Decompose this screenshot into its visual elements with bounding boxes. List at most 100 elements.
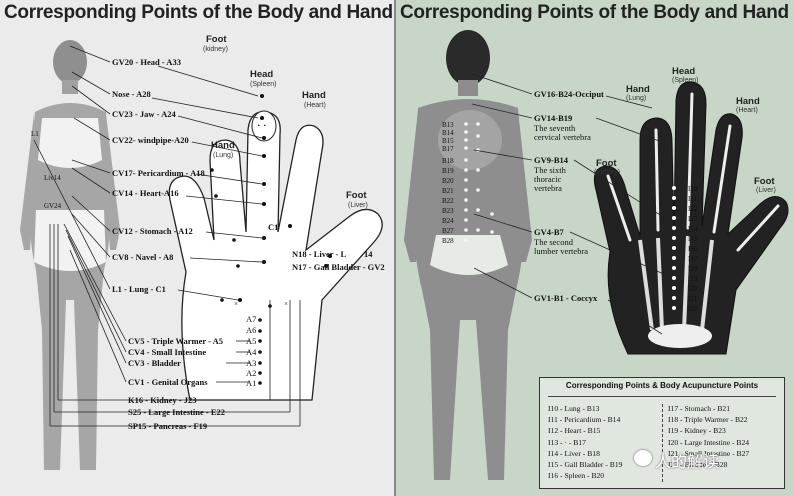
legend-entry: I12 - Heart - B15 xyxy=(548,426,601,436)
point-cv22-windpipe: CV22- windpipe-A20 xyxy=(112,135,189,145)
hand-mark-i19: I19 xyxy=(688,275,698,283)
hand-mark-i18: I18 xyxy=(688,265,698,273)
spine-mark-b28: B28 xyxy=(442,237,454,245)
hand-mark-i20: I20 xyxy=(688,285,698,293)
legend-entry: I20 - Large Intestine - B24 xyxy=(668,437,750,447)
spine-mark-b27: B27 xyxy=(442,227,454,235)
legend-table: Corresponding Points & Body Acupuncture … xyxy=(539,377,785,489)
spine-dots xyxy=(464,122,494,242)
point-cv8-navel: CV8 - Navel - A8 xyxy=(112,252,173,262)
legend-entry: I15 - Gall Bladder - B19 xyxy=(548,460,623,470)
point-cv12-stomach: CV12 - Stomach - A12 xyxy=(112,226,193,236)
point-a1: A1 xyxy=(246,378,256,388)
point-gv9-desc-2: thoracic xyxy=(534,174,562,184)
label-hand-lung-right: Hand xyxy=(626,84,650,95)
left-diagram-panel: Corresponding Points of the Body and Han… xyxy=(0,0,394,496)
legend-entry: I16 - Spleen - B20 xyxy=(548,471,605,481)
legend-entry: I18 - Triple Warmer - B22 xyxy=(668,415,748,425)
hand-mark-i17: I17 xyxy=(688,255,698,263)
legend-entry: I14 - Liver - B18 xyxy=(548,448,600,458)
point-gv9-b14: GV9-B14 xyxy=(534,155,569,165)
right-hand-point-dots xyxy=(672,186,676,310)
body-mark-liv14: Liv14 xyxy=(44,174,61,182)
point-cv5-triple-warmer: CV5 - Triple Warmer - A5 xyxy=(128,336,223,346)
label-hand-heart-sub: (Heart) xyxy=(304,102,326,109)
hand-mark-i10: I10 xyxy=(688,185,698,193)
right-title: Corresponding Points of the Body and Han… xyxy=(400,2,789,23)
hand-mark-labels: I10 I11 I12 I13 I14 I15 I16 I17 I18 I19 … xyxy=(688,185,698,313)
left-hand-outline: ◔ ◔ xyxy=(168,110,383,401)
point-gv14-b19: GV14-B19 xyxy=(534,113,572,123)
label-foot-kidney-sub: (kidney) xyxy=(203,46,228,53)
point-cv23-jaw: CV23 - Jaw - A24 xyxy=(112,109,176,119)
point-cv17-pericardium: CV17- Pericardium - A18 xyxy=(112,168,205,178)
left-diagram-svg: ◔ ◔ Foot (kidney) Head (Spleen) Hand (He… xyxy=(20,34,385,470)
point-gv4-desc-2: lumber vertebra xyxy=(534,246,588,256)
point-gv9-desc-3: vertebra xyxy=(534,183,562,193)
spine-mark-b19: B19 xyxy=(442,167,454,175)
point-cv14-heart: CV14 - Heart-A16 xyxy=(112,188,179,198)
legend-column-separator xyxy=(662,404,663,482)
spine-mark-b13: B13 xyxy=(442,121,454,129)
label-foot-kidney-right: Foot xyxy=(596,158,617,169)
skeletal-hand xyxy=(593,81,789,355)
legend-left-column: I10 - Lung - B13 I11 - Pericardium - B14… xyxy=(548,403,622,481)
legend-right-column: I17 - Stomach - B21 I18 - Triple Warmer … xyxy=(668,403,749,470)
legend-entry: I13 - · - B17 xyxy=(548,437,586,447)
hand-mark-i21: I21 xyxy=(688,295,698,303)
label-foot-liver: Foot xyxy=(346,190,367,201)
cross-mark-2: × xyxy=(284,300,288,308)
front-body-figure xyxy=(20,40,120,470)
legend-rule xyxy=(548,396,776,397)
legend-entry: I21 - Small Intestine - B27 xyxy=(668,448,750,458)
spine-mark-b15: B15 xyxy=(442,137,454,145)
label-hand-heart-right: Hand xyxy=(736,96,760,107)
left-point-labels: GV20 - Head - A33 Nose - A28 CV23 - Jaw … xyxy=(112,57,385,431)
point-cv4-small-intestine: CV4 - Small Intestine xyxy=(128,347,206,357)
point-gv4-b7: GV4-B7 xyxy=(534,227,565,237)
label-head-spleen-right-sub: (Spleen) xyxy=(672,77,698,84)
spine-mark-b21: B21 xyxy=(442,187,454,195)
spine-mark-b23: B23 xyxy=(442,207,454,215)
legend-entry: I10 - Lung - B13 xyxy=(548,404,600,413)
point-k16-kidney: K16 - Kidney - J23 xyxy=(128,395,196,405)
point-gv14-desc-2: cervical vertebra xyxy=(534,132,591,142)
body-mark-l1: L1 xyxy=(31,130,39,138)
hand-mark-i15: I15 xyxy=(688,235,698,243)
hand-mark-i16: I16 xyxy=(688,245,698,253)
spine-mark-b18: B18 xyxy=(442,157,454,165)
label-foot-liver-right-sub: (Liver) xyxy=(756,187,776,194)
point-nose: Nose - A28 xyxy=(112,89,151,99)
right-point-labels: GV16-B24-Occiput GV14-B19 The seventh ce… xyxy=(534,89,604,303)
label-hand-heart-right-sub: (Heart) xyxy=(736,107,758,114)
label-head-spleen-sub: (Spleen) xyxy=(250,81,276,88)
panel-divider xyxy=(394,0,396,496)
spine-mark-b14: B14 xyxy=(442,129,454,137)
back-body-figure xyxy=(404,30,532,480)
point-l1-lung: L1 - Lung - C1 xyxy=(112,284,166,294)
point-gv4-desc-1: The second xyxy=(534,237,574,247)
spine-mark-labels: B13 B14 B15 B17 B18 B19 B20 B21 B22 B23 … xyxy=(442,121,454,245)
label-foot-liver-right: Foot xyxy=(754,176,775,187)
left-title: Corresponding Points of the Body and Han… xyxy=(4,2,393,23)
point-gv14-desc-1: The seventh xyxy=(534,123,576,133)
label-head-spleen: Head xyxy=(250,69,273,80)
point-a7: A7 xyxy=(246,314,256,324)
point-n18-liver-tail: 14 xyxy=(364,249,373,259)
spine-mark-b17: B17 xyxy=(442,145,454,153)
point-n17-gall-bladder: N17 - Gall Bladder - GV2 xyxy=(292,262,385,272)
hand-mark-i12: I12 xyxy=(688,205,698,213)
label-hand-lung-sub: (Lung) xyxy=(213,152,233,159)
label-head-spleen-right: Head xyxy=(672,66,695,77)
spine-mark-b24: B24 xyxy=(442,217,454,225)
left-leader-lines xyxy=(33,45,301,427)
label-hand-heart: Hand xyxy=(302,90,326,101)
legend-entry: I22 - Bladder - B28 xyxy=(668,460,728,470)
hand-mark-i14: I14 xyxy=(688,225,698,233)
legend-entry: I17 - Stomach - B21 xyxy=(668,404,731,413)
right-hand-labels: Head (Spleen) Hand (Lung) Hand (Heart) F… xyxy=(594,66,776,194)
label-hand-lung-right-sub: (Lung) xyxy=(626,95,646,102)
label-foot-kidney: Foot xyxy=(206,34,227,45)
label-hand-lung: Hand xyxy=(211,140,235,151)
spine-mark-b20: B20 xyxy=(442,177,454,185)
